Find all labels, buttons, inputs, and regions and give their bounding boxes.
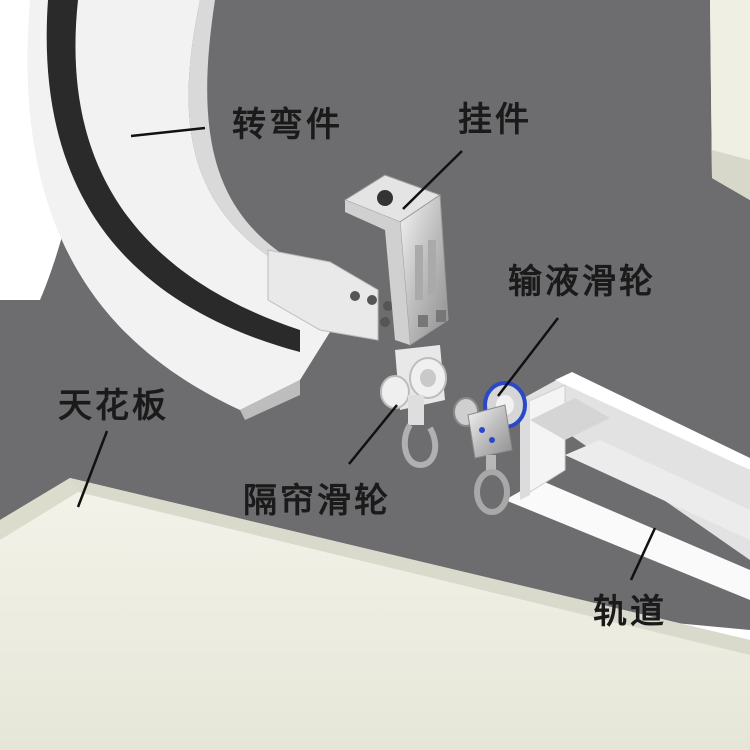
leader-turn-piece (130, 126, 206, 138)
label-curtain-pulley: 隔帘滑轮 (243, 481, 391, 521)
ceiling-panel-corner (710, 0, 750, 200)
leader-lines (76, 126, 657, 581)
leader-ceiling (76, 430, 109, 508)
leader-iv-pulley (497, 317, 559, 397)
leader-curtain-pulley (348, 404, 398, 465)
iv-pulley-part (453, 381, 527, 515)
label-turn-piece: 转弯件 (232, 105, 343, 145)
leader-track (629, 527, 657, 581)
label-ceiling: 天花板 (58, 386, 169, 426)
label-hanger: 挂件 (458, 100, 532, 140)
curtain-pulley-part (380, 345, 447, 469)
turn-piece-part (27, 0, 393, 420)
leader-hanger (402, 150, 463, 210)
hanger-part (343, 174, 449, 346)
ceiling-panel (0, 478, 750, 750)
track-part (505, 372, 750, 600)
label-track: 轨道 (593, 592, 667, 632)
label-iv-pulley: 输液滑轮 (508, 262, 656, 302)
